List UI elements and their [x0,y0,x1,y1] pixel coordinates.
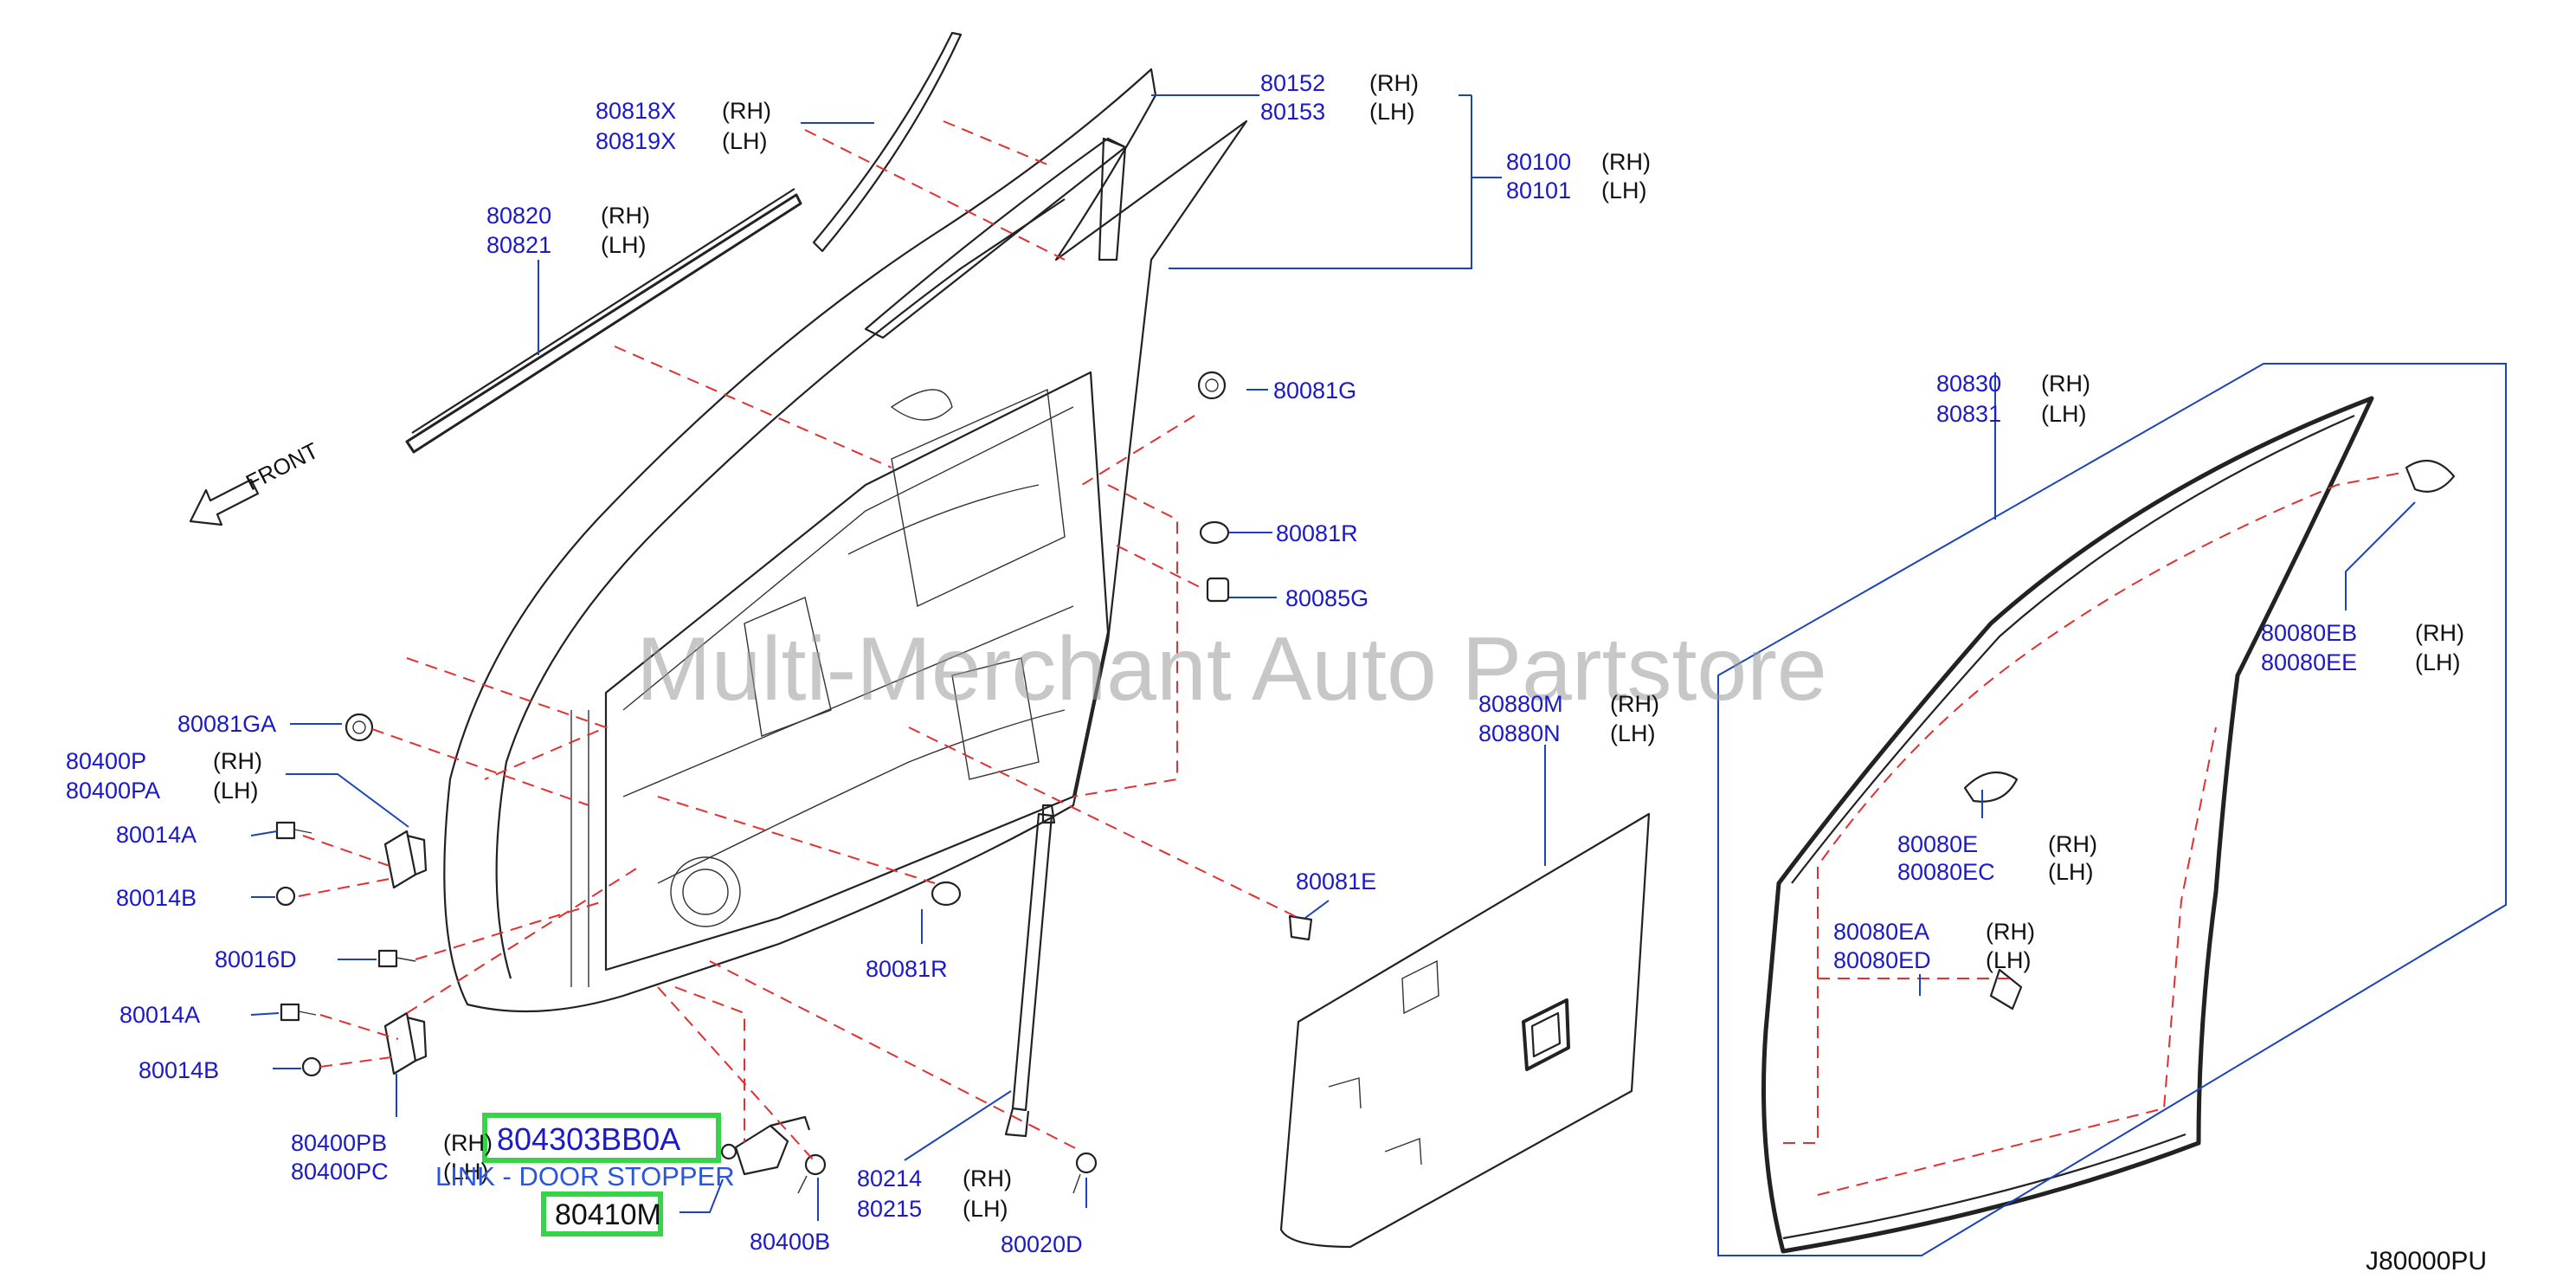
window-sash [864,137,1127,339]
side-80080ee: (LH) [2415,649,2461,675]
side-80400pc: (LH) [443,1159,489,1185]
part-80014b-upper[interactable]: 80014B [116,885,196,911]
part-80152[interactable]: 80152 [1260,70,1325,96]
side-80400pb: (RH) [443,1130,493,1156]
part-80880m[interactable]: 80880M [1478,691,1563,717]
part-80831[interactable]: 80831 [1936,401,2001,427]
side-80080ed: (LH) [1986,947,2032,973]
part-80081g[interactable]: 80081G [1273,378,1356,404]
side-80080ea: (RH) [1986,919,2035,945]
part-80215[interactable]: 80215 [857,1196,922,1222]
part-80080eb[interactable]: 80080EB [2261,620,2357,646]
side-80831: (LH) [2041,401,2087,427]
side-80100: (RH) [1601,149,1651,175]
part-80820[interactable]: 80820 [486,203,551,229]
highlight-part-number[interactable]: 804303BB0A [497,1121,680,1157]
part-80014b-lower[interactable]: 80014B [138,1057,219,1083]
leader-lines [250,94,2507,1256]
part-80080e[interactable]: 80080E [1897,831,1978,857]
part-80830[interactable]: 80830 [1936,371,2001,397]
sash-trim-80818x [812,31,963,253]
part-80821[interactable]: 80821 [486,232,551,258]
door-seal-80830 [1761,396,2456,1254]
front-label: FRONT [242,437,323,495]
part-80020d[interactable]: 80020D [1001,1231,1083,1257]
part-80101[interactable]: 80101 [1506,178,1571,203]
highlight-box-secondary[interactable] [541,1191,663,1237]
side-80153: (LH) [1369,99,1415,125]
part-80100[interactable]: 80100 [1506,149,1571,175]
side-80880m: (RH) [1610,691,1659,717]
part-80085g[interactable]: 80085G [1285,585,1368,611]
part-80818x[interactable]: 80818X [596,98,676,124]
part-80880n[interactable]: 80880N [1478,720,1561,746]
side-80819x: (LH) [722,128,768,154]
outer-moulding-80820 [405,188,802,454]
highlight-secondary-part[interactable]: 80410M [555,1198,661,1231]
side-80818x: (RH) [722,98,771,124]
part-80080ea[interactable]: 80080EA [1833,919,1929,945]
part-80016d[interactable]: 80016D [215,946,297,972]
part-80080ee[interactable]: 80080EE [2261,649,2357,675]
part-80400b[interactable]: 80400B [750,1229,830,1255]
part-80081r-top[interactable]: 80081R [1276,520,1358,546]
door-stopper-link[interactable] [720,1115,811,1176]
part-80400pa[interactable]: 80400PA [66,778,160,804]
bolts [275,371,1313,1194]
upper-hinge [383,830,428,889]
part-80153[interactable]: 80153 [1260,99,1325,125]
part-80400pc[interactable]: 80400PC [291,1159,389,1185]
side-80080eb: (RH) [2415,620,2464,646]
front-arrow-icon [189,478,260,526]
diagram-code: J80000PU [2366,1247,2487,1275]
highlight-box-primary[interactable] [482,1113,721,1163]
side-80214: (RH) [963,1166,1012,1191]
side-80215: (LH) [963,1196,1008,1222]
part-80080ed[interactable]: 80080ED [1833,947,1931,973]
part-80081r-bottom[interactable]: 80081R [866,956,948,982]
side-80080e: (RH) [2048,831,2097,857]
weatherstrip-80214 [1004,804,1056,1138]
part-80081ga[interactable]: 80081GA [177,711,276,737]
part-80819x[interactable]: 80819X [596,128,676,154]
side-80820: (RH) [601,203,650,229]
side-80400pa: (LH) [213,778,259,804]
part-80080ec[interactable]: 80080EC [1897,859,1995,885]
watermark: Multi-Merchant Auto Partstore [636,619,1827,720]
part-80400p[interactable]: 80400P [66,748,146,774]
side-80880n: (LH) [1610,720,1656,746]
highlight-part-description: LINK - DOOR STOPPER [435,1161,735,1191]
side-80821: (LH) [601,232,647,258]
side-80080ec: (LH) [2048,859,2094,885]
door-trim-panel [1279,812,1651,1249]
side-80152: (RH) [1369,70,1419,96]
callout-lines [298,120,2407,1196]
door-shell [443,68,1248,1013]
part-80081e[interactable]: 80081E [1296,869,1376,894]
part-80014a-upper[interactable]: 80014A [116,822,196,848]
part-80014a-lower[interactable]: 80014A [119,1002,200,1028]
side-80400p: (RH) [213,748,262,774]
part-80214[interactable]: 80214 [857,1166,922,1191]
side-80830: (RH) [2041,371,2090,397]
part-80400pb[interactable]: 80400PB [291,1130,387,1156]
part-labels: 80818X (RH) 80819X (LH) 80152 (RH) 80153… [66,70,2487,1275]
side-80101: (LH) [1601,178,1647,203]
lower-hinge [383,1011,428,1075]
